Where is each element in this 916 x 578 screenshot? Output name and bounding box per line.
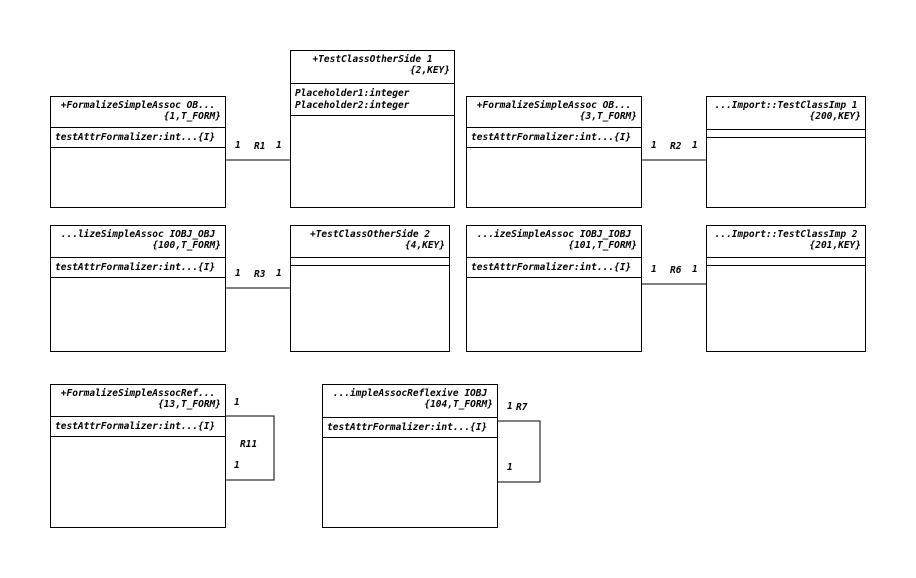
class-stereotype: {13,T_FORM} bbox=[158, 399, 221, 410]
class-stereotype: {2,KEY} bbox=[409, 65, 450, 76]
r1-mult-a: 1 bbox=[235, 140, 241, 151]
attribute-list: testAttrFormalizer:int...{I} bbox=[55, 421, 221, 433]
compartment-divider bbox=[707, 137, 865, 138]
compartment-divider bbox=[323, 417, 497, 418]
compartment-divider bbox=[51, 147, 225, 148]
class-header: ...Import::TestClassImp 1 {200,KEY} bbox=[707, 97, 865, 122]
class-box-1[interactable]: +FormalizeSimpleAssoc OB... {1,T_FORM} t… bbox=[50, 96, 226, 208]
class-box-3[interactable]: +FormalizeSimpleAssoc OB... {3,T_FORM} t… bbox=[466, 96, 642, 208]
class-stereotype: {201,KEY} bbox=[809, 240, 861, 251]
compartment-divider bbox=[51, 436, 225, 437]
compartment-divider bbox=[467, 147, 641, 148]
class-name: +FormalizeSimpleAssoc OB... bbox=[476, 100, 632, 111]
class-name: +FormalizeSimpleAssoc OB... bbox=[60, 100, 216, 111]
r11-line[interactable] bbox=[226, 415, 275, 481]
attribute: testAttrFormalizer:int...{I} bbox=[471, 132, 632, 143]
attribute: Placeholder2:integer bbox=[295, 100, 410, 111]
compartment-divider bbox=[291, 83, 454, 84]
class-stereotype: {104,T_FORM} bbox=[424, 399, 493, 410]
compartment-divider bbox=[707, 257, 865, 258]
r2-mult-a: 1 bbox=[651, 140, 657, 151]
class-box-10[interactable]: ...impleAssocReflexive IOBJ {104,T_FORM}… bbox=[322, 384, 498, 528]
compartment-divider bbox=[51, 257, 225, 258]
class-header: +TestClassOtherSide 2 {4,KEY} bbox=[291, 226, 449, 251]
class-name: +TestClassOtherSide 1 bbox=[312, 54, 433, 65]
compartment-divider bbox=[467, 257, 641, 258]
compartment-divider bbox=[291, 265, 449, 266]
attribute: testAttrFormalizer:int...{I} bbox=[55, 421, 216, 432]
attribute: testAttrFormalizer:int...{I} bbox=[471, 262, 632, 273]
class-name: ...impleAssocReflexive IOBJ bbox=[332, 388, 488, 399]
r7-mult-a: 1 bbox=[507, 401, 513, 412]
class-header: ...lizeSimpleAssoc IOBJ_OBJ {100,T_FORM} bbox=[51, 226, 225, 251]
class-stereotype: {1,T_FORM} bbox=[163, 111, 221, 122]
class-box-6[interactable]: +TestClassOtherSide 2 {4,KEY} bbox=[290, 225, 450, 352]
class-box-8[interactable]: ...Import::TestClassImp 2 {201,KEY} bbox=[706, 225, 866, 352]
attribute: testAttrFormalizer:int...{I} bbox=[327, 422, 488, 433]
r1-name: R1 bbox=[254, 141, 266, 152]
class-header: ...izeSimpleAssoc IOBJ_IOBJ {101,T_FORM} bbox=[467, 226, 641, 251]
r3-mult-a: 1 bbox=[235, 268, 241, 279]
attribute: testAttrFormalizer:int...{I} bbox=[55, 262, 216, 273]
class-name: ...Import::TestClassImp 2 bbox=[714, 229, 858, 240]
class-stereotype: {101,T_FORM} bbox=[568, 240, 637, 251]
compartment-divider bbox=[291, 115, 454, 116]
class-box-5[interactable]: ...lizeSimpleAssoc IOBJ_OBJ {100,T_FORM}… bbox=[50, 225, 226, 352]
class-name: ...izeSimpleAssoc IOBJ_IOBJ bbox=[476, 229, 632, 240]
compartment-divider bbox=[51, 277, 225, 278]
class-header: +FormalizeSimpleAssoc OB... {1,T_FORM} bbox=[51, 97, 225, 122]
r6-name: R6 bbox=[670, 265, 682, 276]
class-stereotype: {100,T_FORM} bbox=[152, 240, 221, 251]
r1-mult-b: 1 bbox=[276, 140, 282, 151]
class-header: ...Import::TestClassImp 2 {201,KEY} bbox=[707, 226, 865, 251]
class-box-9[interactable]: +FormalizeSimpleAssocRef... {13,T_FORM} … bbox=[50, 384, 226, 528]
r11-name: R11 bbox=[240, 439, 258, 450]
r2-mult-b: 1 bbox=[692, 140, 698, 151]
compartment-divider bbox=[51, 127, 225, 128]
class-header: ...impleAssocReflexive IOBJ {104,T_FORM} bbox=[323, 385, 497, 410]
class-box-7[interactable]: ...izeSimpleAssoc IOBJ_IOBJ {101,T_FORM}… bbox=[466, 225, 642, 352]
r11-mult-b: 1 bbox=[234, 460, 240, 471]
attribute-list: testAttrFormalizer:int...{I} bbox=[55, 132, 221, 144]
compartment-divider bbox=[51, 416, 225, 417]
compartment-divider bbox=[323, 437, 497, 438]
class-stereotype: {3,T_FORM} bbox=[579, 111, 637, 122]
compartment-divider bbox=[707, 129, 865, 130]
r6-mult-b: 1 bbox=[692, 264, 698, 275]
attribute-list: testAttrFormalizer:int...{I} bbox=[471, 132, 637, 144]
class-box-4[interactable]: ...Import::TestClassImp 1 {200,KEY} bbox=[706, 96, 866, 208]
attribute-list: testAttrFormalizer:int...{I} bbox=[55, 262, 221, 274]
r7-mult-b: 1 bbox=[507, 462, 513, 473]
attribute: testAttrFormalizer:int...{I} bbox=[55, 132, 216, 143]
r11-mult-a: 1 bbox=[234, 397, 240, 408]
class-header: +FormalizeSimpleAssocRef... {13,T_FORM} bbox=[51, 385, 225, 410]
r2-name: R2 bbox=[670, 141, 682, 152]
compartment-divider bbox=[467, 277, 641, 278]
compartment-divider bbox=[707, 265, 865, 266]
r6-mult-a: 1 bbox=[651, 264, 657, 275]
attribute-list: testAttrFormalizer:int...{I} bbox=[471, 262, 637, 274]
r3-mult-b: 1 bbox=[276, 268, 282, 279]
r7-name: R7 bbox=[516, 402, 528, 413]
class-header: +FormalizeSimpleAssoc OB... {3,T_FORM} bbox=[467, 97, 641, 122]
class-header: +TestClassOtherSide 1 {2,KEY} bbox=[291, 51, 454, 76]
class-stereotype: {200,KEY} bbox=[809, 111, 861, 122]
class-name: +FormalizeSimpleAssocRef... bbox=[60, 388, 216, 399]
class-name: ...Import::TestClassImp 1 bbox=[714, 100, 858, 111]
class-box-2[interactable]: +TestClassOtherSide 1 {2,KEY} Placeholde… bbox=[290, 50, 455, 208]
compartment-divider bbox=[291, 257, 449, 258]
r7-line[interactable] bbox=[498, 420, 541, 483]
class-stereotype: {4,KEY} bbox=[404, 240, 445, 251]
class-name: +TestClassOtherSide 2 bbox=[309, 229, 431, 240]
attribute: Placeholder1:integer bbox=[295, 88, 410, 99]
compartment-divider bbox=[467, 127, 641, 128]
r3-name: R3 bbox=[254, 269, 266, 280]
class-name: ...lizeSimpleAssoc IOBJ_OBJ bbox=[60, 229, 216, 240]
attribute-list: testAttrFormalizer:int...{I} bbox=[327, 422, 493, 434]
attribute-list: Placeholder1:integer Placeholder2:intege… bbox=[295, 88, 450, 112]
